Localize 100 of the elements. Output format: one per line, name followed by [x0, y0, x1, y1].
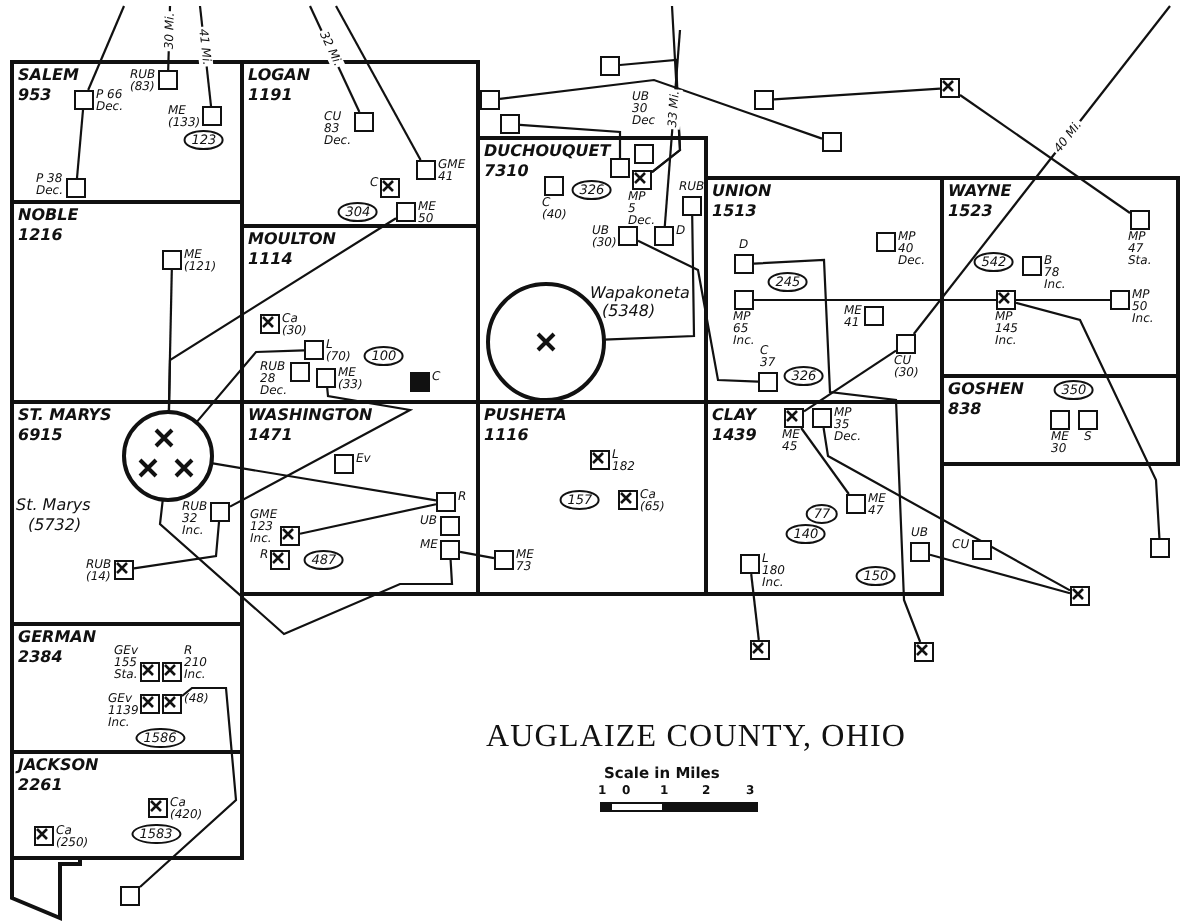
connector-line	[139, 686, 238, 888]
connector-line	[335, 5, 422, 161]
crossed-church-symbol	[148, 798, 168, 818]
connector-line	[519, 123, 622, 158]
church-symbol	[304, 340, 324, 360]
crossed-church-symbol	[162, 694, 182, 714]
population-label: (5348)	[602, 302, 656, 320]
crossed-church-symbol	[260, 314, 280, 334]
crossed-church-symbol	[162, 662, 182, 682]
crossed-church-symbol	[996, 290, 1016, 310]
crossed-church-symbol	[114, 560, 134, 580]
population-label: 2261	[18, 776, 63, 796]
population-label: 1471	[248, 426, 293, 446]
township-name: MOULTON	[248, 230, 336, 250]
population-label: 7310	[484, 162, 529, 182]
township-name: ST. MARYS	[18, 406, 112, 426]
church-symbol	[972, 540, 992, 560]
crossed-church-symbol	[270, 550, 290, 570]
crossed-church-symbol	[1070, 586, 1090, 606]
church-symbol	[500, 114, 520, 134]
church-symbol	[66, 178, 86, 198]
population-label: 1116	[484, 426, 529, 446]
church-symbol	[334, 454, 354, 474]
population-label: 6915	[18, 426, 63, 446]
connector-line	[195, 349, 305, 424]
church-symbol	[682, 196, 702, 216]
church-symbol	[610, 158, 630, 178]
connector-line	[663, 29, 682, 227]
church-symbol	[910, 542, 930, 562]
connector-line	[773, 87, 941, 101]
connector-line	[459, 550, 495, 560]
township-name: UNION	[712, 182, 772, 202]
population-label: 2384	[18, 648, 63, 668]
church-symbol	[436, 492, 456, 512]
church-symbol	[1150, 538, 1170, 558]
connector-line	[912, 5, 1171, 335]
church-symbol	[440, 540, 460, 560]
connector-line	[619, 58, 682, 174]
town-name: St. Marys	[16, 496, 91, 514]
township-box	[10, 400, 244, 626]
church-symbol	[544, 176, 564, 196]
crossed-church-symbol	[914, 642, 934, 662]
church-symbol	[1022, 256, 1042, 276]
church-symbol	[316, 368, 336, 388]
church-symbol	[74, 90, 94, 110]
church-symbol	[740, 554, 760, 574]
connector-line	[299, 503, 437, 535]
church-symbol	[846, 494, 866, 514]
township-name: PUSHETA	[484, 406, 567, 426]
church-symbol	[1050, 410, 1070, 430]
population-label: 1513	[712, 202, 757, 222]
church-symbol	[600, 56, 620, 76]
township-box	[10, 60, 244, 204]
church-symbol	[822, 132, 842, 152]
crossed-church-symbol	[590, 450, 610, 470]
church-symbol	[120, 886, 140, 906]
crossed-church-symbol	[618, 490, 638, 510]
crossed-church-symbol	[380, 178, 400, 198]
township-name: JACKSON	[18, 756, 99, 776]
connector-line	[158, 499, 454, 636]
church-symbol	[354, 112, 374, 132]
connector-line	[1016, 298, 1110, 302]
connector-line	[800, 427, 850, 495]
connector-line	[603, 216, 696, 341]
filled-church-symbol	[410, 372, 430, 392]
connector-line	[499, 78, 823, 140]
church-symbol	[480, 90, 500, 110]
crossed-church-symbol	[784, 408, 804, 428]
township-name: DUCHOUQUET	[484, 142, 611, 162]
church-symbol	[758, 372, 778, 392]
crossed-church-symbol	[280, 526, 300, 546]
township-name: WASHINGTON	[248, 406, 373, 426]
church-symbol	[1110, 290, 1130, 310]
crossed-church-symbol	[140, 662, 160, 682]
town-name: Wapakoneta	[590, 284, 690, 302]
connector-line	[167, 217, 397, 412]
church-symbol	[896, 334, 916, 354]
connector-line	[750, 573, 760, 641]
connector-line	[75, 109, 85, 179]
connector-line	[637, 239, 759, 383]
township-name: LOGAN	[248, 66, 311, 86]
church-symbol	[654, 226, 674, 246]
township-box	[10, 750, 244, 860]
church-symbol	[290, 362, 310, 382]
church-symbol	[1078, 410, 1098, 430]
township-name: WAYNE	[948, 182, 1012, 202]
township-box	[940, 176, 1180, 378]
church-symbol	[812, 408, 832, 428]
church-symbol	[202, 106, 222, 126]
map-title: AUGLAIZE COUNTY, OHIO	[486, 720, 907, 756]
church-symbol	[416, 160, 436, 180]
township-name: GERMAN	[18, 628, 97, 648]
church-symbol	[1130, 210, 1150, 230]
population-label: 838	[948, 400, 982, 420]
connector-line	[754, 298, 996, 302]
township-name: GOSHEN	[948, 380, 1024, 400]
connector-line	[133, 521, 221, 570]
church-symbol	[440, 516, 460, 536]
population-label: 1191	[248, 86, 293, 106]
crossed-church-symbol	[750, 640, 770, 660]
